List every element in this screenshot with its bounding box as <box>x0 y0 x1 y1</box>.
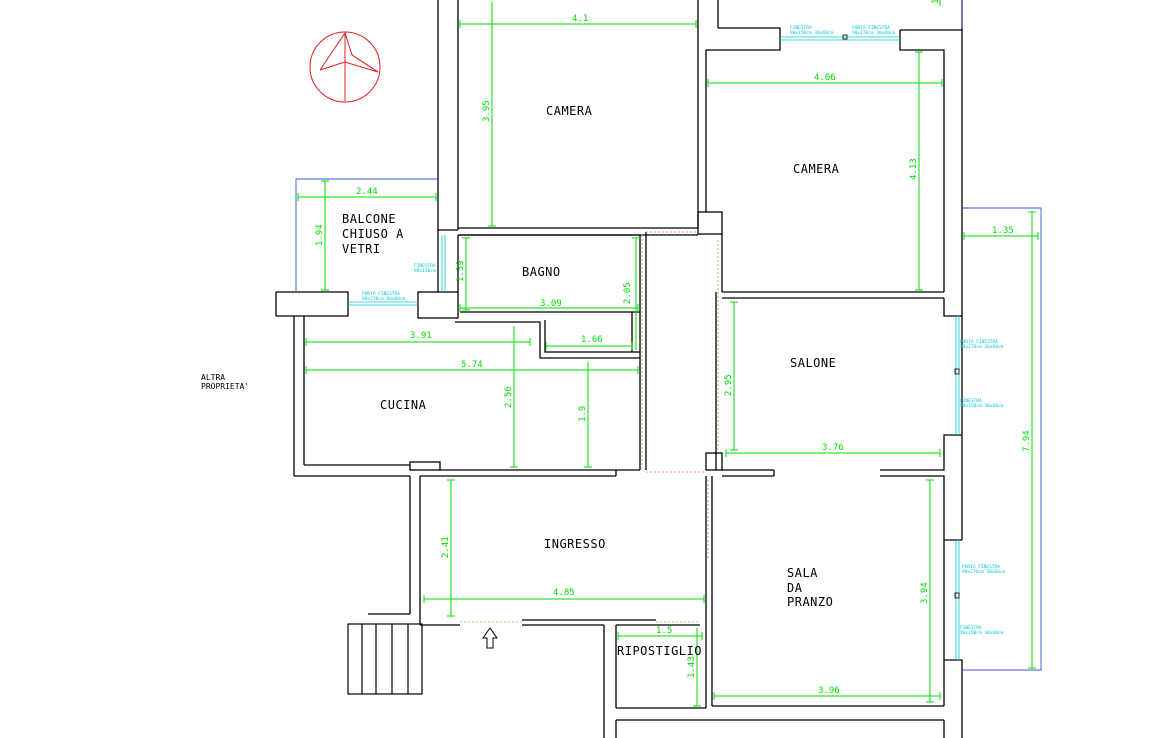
window-size: 90x150cm 30x60cm <box>960 630 1004 636</box>
walls <box>275 0 963 738</box>
window-size: 90x270cm 30x60cm <box>852 30 896 36</box>
dim-top-right-partial: 1 <box>931 0 941 4</box>
stairs <box>347 623 423 695</box>
room-label-ripostiglio: RIPOSTIGLIO <box>617 644 702 658</box>
dim-cucina-height-a: 2.56 <box>504 386 514 408</box>
window-size: 90x270cm 30x60cm <box>962 569 1006 575</box>
dim-ingresso-height: 2.41 <box>441 536 451 558</box>
room-label-camera: CAMERA <box>546 104 593 118</box>
window-size: 90x150cm 30x60cm <box>960 403 1004 409</box>
room-label-sala: DA <box>787 581 803 595</box>
window-labels: FINESTRA 90x150cm 30x60cm PORTA FINESTRA… <box>362 25 1006 636</box>
room-label-balcone: CHIUSO A <box>342 227 404 241</box>
window-label: PORTA FINESTRA <box>960 339 998 345</box>
room-label-camera: CAMERA <box>793 162 840 176</box>
dim-bagno-width: 3.09 <box>540 299 562 309</box>
window-label: FINESTRA <box>414 263 436 269</box>
dim-bagno-lower-width: 1.66 <box>581 335 603 345</box>
dim-terrace-width: 1.35 <box>992 226 1014 236</box>
dim-ripostiglio-width: 1.5 <box>656 626 672 636</box>
dim-camera2-width: 4.06 <box>814 73 836 83</box>
entrance-arrow-icon <box>482 627 498 649</box>
dim-cucina-height-b: 1.9 <box>578 406 588 422</box>
dim-bagno-right-height: 2.05 <box>623 282 633 304</box>
dim-ripostiglio-height: 1.43 <box>687 656 697 678</box>
dim-balcone-width: 2.44 <box>356 187 378 197</box>
dim-camera1-height: 3.95 <box>482 100 492 122</box>
window-label: PORTA FINESTRA <box>962 564 1000 570</box>
dim-camera2-height: 4.13 <box>909 158 919 180</box>
window-size: 90x270cm 80x60cm <box>362 296 406 302</box>
dim-sala-width: 3.96 <box>818 686 840 696</box>
room-label-sala: PRANZO <box>787 595 833 609</box>
dimension-lines <box>297 0 1039 707</box>
dim-bagno-height: 1.39 <box>456 260 466 282</box>
room-labels: CAMERA CAMERA BALCONE CHIUSO A VETRI BAG… <box>201 104 840 658</box>
north-arrow-icon <box>309 31 381 103</box>
window-label: FINESTRA <box>790 25 812 31</box>
side-note: PROPRIETA' <box>201 382 249 391</box>
dim-sala-height: 3.94 <box>920 582 930 604</box>
room-label-bagno: BAGNO <box>522 265 561 279</box>
room-label-balcone: BALCONE <box>342 212 396 226</box>
room-label-cucina: CUCINA <box>380 398 427 412</box>
room-label-ingresso: INGRESSO <box>544 537 606 551</box>
window-size: 90x270cm 30x60cm <box>960 344 1004 350</box>
window-label: PORTA FINESTRA <box>362 291 400 297</box>
dim-terrace-length: 7.94 <box>1022 430 1032 452</box>
window-label: FINESTRA <box>960 398 982 404</box>
dim-balcone-height: 1.94 <box>315 224 325 246</box>
dim-cucina-width-a: 3.91 <box>410 331 432 341</box>
window-label: PORTA FINESTRA <box>852 25 890 31</box>
balcony-outlines <box>295 0 1042 671</box>
dim-salone-height: 2.95 <box>724 374 734 396</box>
dim-salone-width: 3.76 <box>822 443 844 453</box>
dim-cucina-width-b: 5.74 <box>461 360 483 370</box>
dimension-labels: 4.1 3.95 4.06 4.13 1 2.44 1.94 1.39 3.09… <box>315 0 1032 696</box>
dim-ingresso-width: 4.85 <box>553 588 575 598</box>
door-frames <box>460 231 719 623</box>
window-label: FINESTRA <box>960 625 982 631</box>
dim-camera1-width: 4.1 <box>572 14 588 24</box>
room-label-balcone: VETRI <box>342 242 381 256</box>
room-label-sala: SALA <box>787 566 818 580</box>
window-size: 90x150cm <box>414 268 436 274</box>
room-label-salone: SALONE <box>790 356 836 370</box>
window-size: 90x150cm 30x60cm <box>790 30 834 36</box>
windows <box>348 34 960 660</box>
side-note: ALTRA <box>201 373 225 382</box>
